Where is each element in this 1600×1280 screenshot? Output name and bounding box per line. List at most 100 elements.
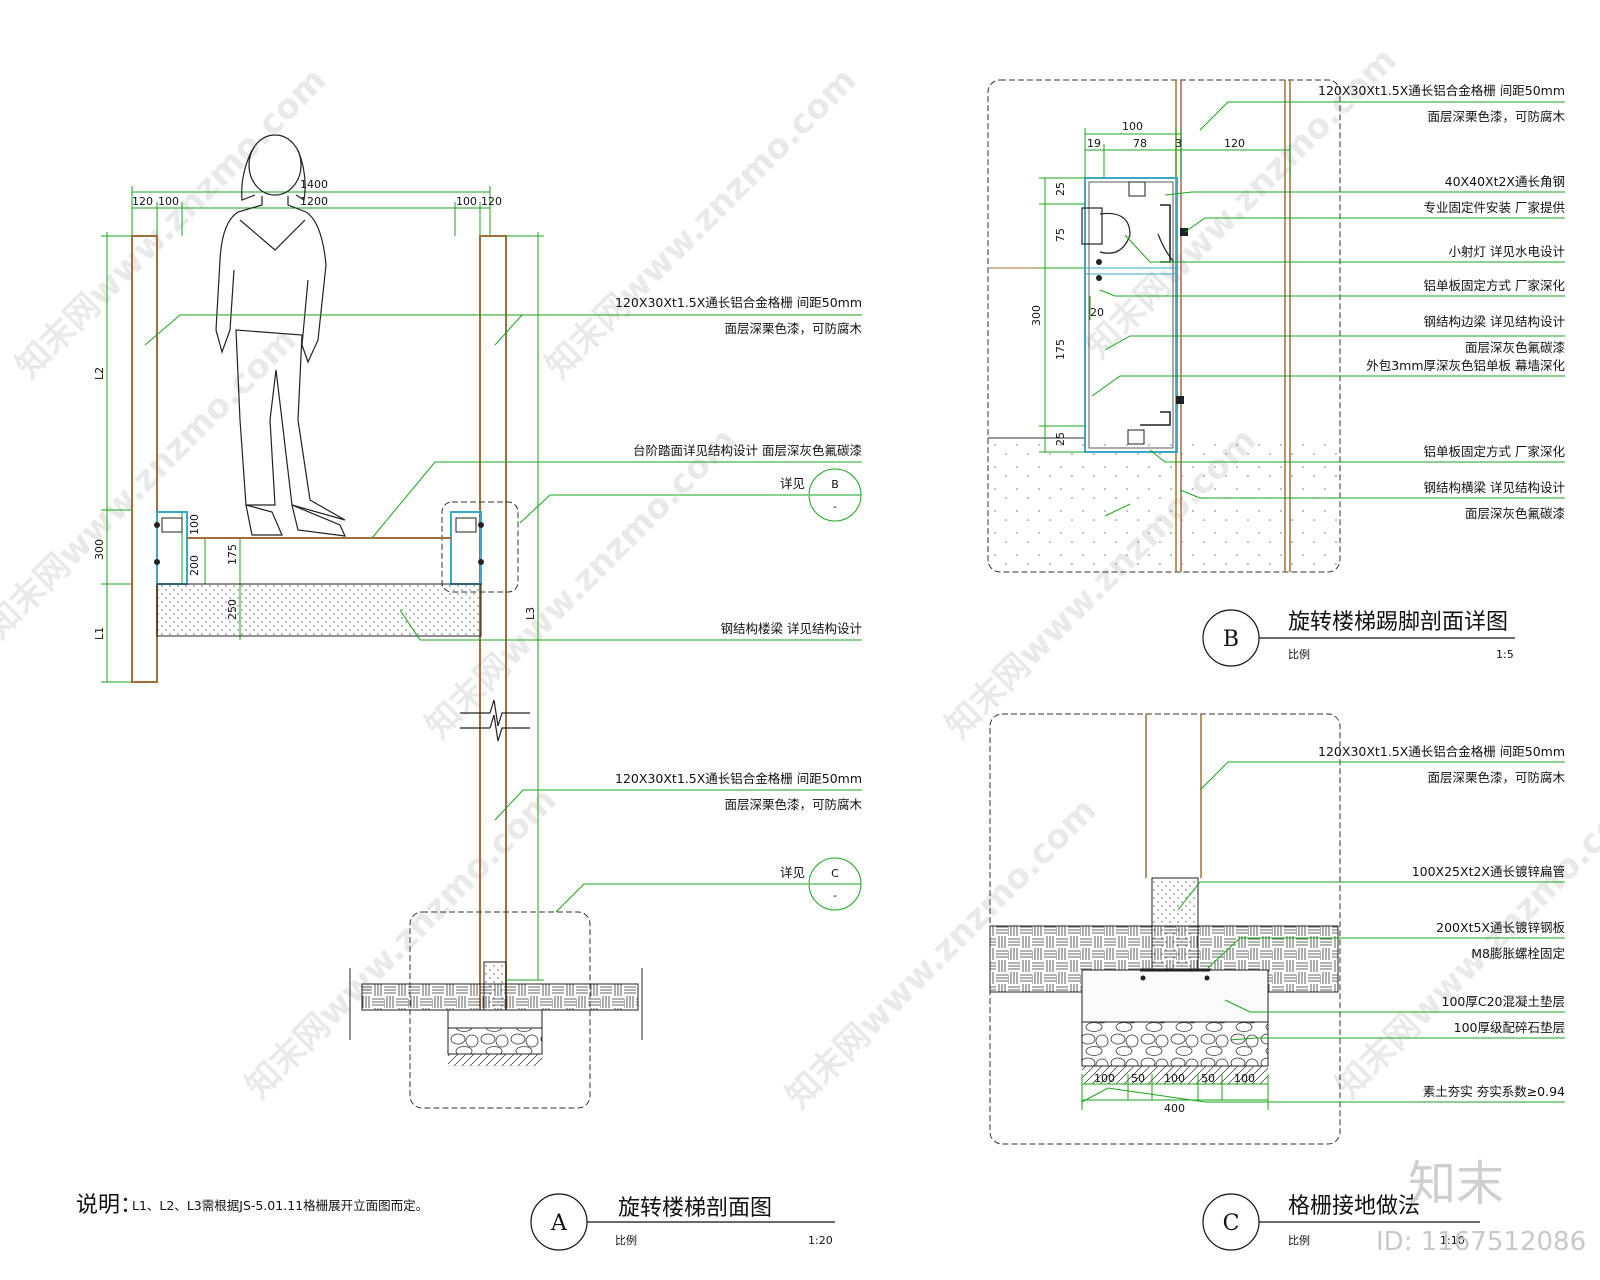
image-id: ID: 1167512086 (1376, 1227, 1586, 1257)
drawing-b: 100 19 78 3 120 25 75 300 20 175 25 120X… (987, 79, 1566, 667)
note-grille-finish: 面层深栗色漆，可防腐木 (724, 321, 862, 336)
title-c-letter: C (1223, 1211, 1240, 1236)
note-beam: 钢结构楼梁 详见结构设计 (721, 621, 862, 636)
note-b-coating-2: 面层深灰色氟碳漆 (1465, 506, 1565, 521)
title-c-scale: 1:10 (1440, 1234, 1465, 1247)
note-grille-2-finish: 面层深栗色漆，可防腐木 (724, 797, 862, 812)
dim-100-inner: 100 (188, 514, 201, 535)
watermark-text: 知末网www.znzmo.com (1328, 780, 1600, 1106)
note-c-grille: 120X30Xt1.5X通长铝合金格栅 间距50mm (1318, 744, 1565, 759)
dim-b-78: 78 (1133, 137, 1147, 150)
leader-lines-a (144, 314, 862, 913)
steel-beam (156, 583, 482, 637)
title-a: A 旋转楼梯剖面图 比例 1:20 (530, 1193, 835, 1251)
dimension-c (1081, 1074, 1269, 1110)
note-c-gravel: 100厚级配碎石垫层 (1454, 1020, 1565, 1035)
note-c-plate: 200Xt5X通长镀锌钢板 (1436, 920, 1565, 935)
dimension-b (1039, 128, 1291, 453)
grille-post-left (131, 235, 158, 683)
dim-b-300: 300 (1030, 305, 1043, 326)
note-b-cladding: 外包3mm厚深灰色铝单板 幕墙深化 (1366, 358, 1565, 373)
dimension-top (131, 186, 491, 236)
dim-175: 175 (226, 544, 239, 565)
dim-b-20: 20 (1090, 306, 1104, 319)
note-c-grille-finish: 面层深栗色漆，可防腐木 (1427, 770, 1565, 785)
title-c: C 格栅接地做法 比例 1:10 (1202, 1193, 1480, 1251)
title-c-name: 格栅接地做法 (1288, 1194, 1420, 1219)
brand-logo: 知末 (1408, 1156, 1504, 1212)
leader-lines-c (1081, 761, 1565, 1103)
break-line (460, 699, 530, 742)
title-c-scale-label: 比例 (1288, 1233, 1310, 1247)
note-c-concrete: 100厚C20混凝土垫层 (1442, 994, 1566, 1009)
detail-b-frame (987, 79, 1341, 573)
dimension-left (101, 232, 132, 683)
dim-120: 120 (481, 195, 502, 208)
dim-100: 100 (158, 195, 179, 208)
dim-b-25-bottom: 25 (1054, 432, 1067, 446)
drawing-a: 1400 120 100 1200 100 120 L2 300 L1 100 … (93, 134, 862, 1251)
dim-300: 300 (93, 539, 106, 560)
note-b-panel-fix: 铝单板固定方式 厂家深化 (1424, 278, 1566, 293)
concrete-area (989, 438, 1339, 571)
callout-b-sheet: - (833, 500, 837, 513)
detail-c-marker (409, 911, 591, 1109)
note-b-grille-finish: 面层深栗色漆，可防腐木 (1427, 109, 1565, 124)
dim-200: 200 (188, 555, 201, 576)
dim-120: 120 (132, 195, 153, 208)
note-b-coating: 面层深灰色氟碳漆 (1465, 340, 1565, 355)
title-a-scale: 1:20 (808, 1234, 833, 1247)
note-detail-c: 详见 (780, 865, 805, 880)
callout-b: B - (808, 468, 862, 522)
leader-lines-b (1091, 101, 1565, 517)
note-detail-b: 详见 (780, 476, 805, 491)
callout-c-sheet: - (833, 889, 837, 902)
callout-c: C - (808, 857, 862, 911)
dim-c-100-b: 100 (1164, 1072, 1185, 1085)
note-b-panel-fix-2: 铝单板固定方式 厂家深化 (1424, 444, 1566, 459)
dim-b-75: 75 (1054, 228, 1067, 242)
drawing-c: 100 50 100 50 100 400 120X30Xt1.5X通长铝合金格… (989, 713, 1566, 1251)
footing-a (349, 911, 643, 1109)
person-figure (215, 134, 346, 537)
title-b: B 旋转楼梯踢脚剖面详图 比例 1:5 (1202, 609, 1515, 667)
note-c-bolt: M8膨胀螺栓固定 (1471, 946, 1565, 961)
dim-1400: 1400 (300, 178, 328, 191)
note-text: L1、L2、L3需根据JS-5.01.11格栅展开立面图而定。 (132, 1198, 428, 1213)
note-b-fixing: 专业固定件安装 厂家提供 (1424, 200, 1565, 215)
dim-l2: L2 (93, 367, 106, 380)
dim-b-19: 19 (1087, 137, 1101, 150)
spotlight-icon (1081, 207, 1103, 245)
note-c-soil: 素土夯实 夯实系数≥0.94 (1423, 1084, 1565, 1099)
title-a-name: 旋转楼梯剖面图 (618, 1196, 772, 1221)
dim-c-50-b: 50 (1201, 1072, 1215, 1085)
galvanized-tube (1151, 877, 1199, 971)
callout-c-letter: C (831, 867, 839, 880)
note-grille: 120X30Xt1.5X通长铝合金格栅 间距50mm (615, 295, 862, 310)
note-b-spotlight: 小射灯 详见水电设计 (1449, 244, 1565, 259)
note-b-cross-beam: 钢结构横梁 详见结构设计 (1424, 480, 1565, 495)
concrete-pad (1081, 969, 1269, 1023)
note-c-tube: 100X25Xt2X通长镀锌扁管 (1412, 864, 1565, 879)
title-a-scale-label: 比例 (615, 1233, 637, 1247)
dim-c-100-c: 100 (1234, 1072, 1255, 1085)
note-b-angle-steel: 40X40Xt2X通长角钢 (1445, 174, 1565, 189)
note-label: 说明： (76, 1193, 142, 1218)
dim-l1: L1 (93, 627, 106, 640)
callout-b-letter: B (831, 478, 839, 491)
note-step: 台阶踏面详见结构设计 面层深灰色氟碳漆 (633, 443, 862, 458)
footer: 说明： L1、L2、L3需根据JS-5.01.11格栅展开立面图而定。 知末 I… (76, 1156, 1586, 1257)
dim-l3: L3 (524, 607, 537, 620)
dim-1200: 1200 (300, 195, 328, 208)
dim-b-3: 3 (1175, 137, 1182, 150)
steel-edge-beam (1081, 177, 1188, 453)
dim-b-25-top: 25 (1054, 182, 1067, 196)
dim-c-100-a: 100 (1094, 1072, 1115, 1085)
dimension-l3 (506, 232, 544, 981)
dim-100: 100 (456, 195, 477, 208)
dim-b-175: 175 (1054, 339, 1067, 360)
note-b-grille: 120X30Xt1.5X通长铝合金格栅 间距50mm (1318, 83, 1565, 98)
dim-c-50-a: 50 (1131, 1072, 1145, 1085)
title-a-letter: A (550, 1211, 568, 1236)
